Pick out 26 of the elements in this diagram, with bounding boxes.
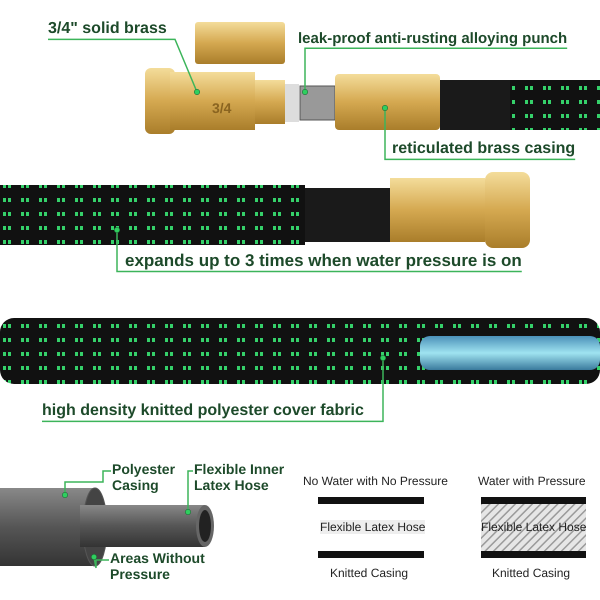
layer-label: Knitted Casing [330, 566, 408, 580]
callout-label: expands up to 3 times when water pressure is on [125, 251, 522, 271]
layer-label: Flexible Latex Hose [320, 520, 426, 534]
leader-line [302, 48, 568, 95]
callout-label: high density knitted polyester cover fabric [42, 402, 364, 420]
punch-sleeve-drawing [300, 86, 336, 120]
leader-line [48, 38, 200, 95]
brass-casing-drawing [335, 74, 440, 130]
hose-drawing [0, 172, 530, 248]
panel-heading: Water with Pressure [478, 474, 586, 488]
leader-line [185, 470, 193, 515]
panel-heading: No Water with No Pressure [303, 474, 448, 488]
embossed-marking: 3/4 [212, 100, 232, 117]
callout-label: Areas Without Pressure [110, 550, 210, 582]
callout-label: Flexible Inner Latex Hose [194, 461, 289, 494]
layer-label: Knitted Casing [492, 566, 570, 580]
leader-line [62, 470, 111, 498]
leader-line [114, 227, 522, 272]
callout-label: reticulated brass casing [392, 140, 576, 158]
leader-line [42, 355, 386, 422]
callout-label: 3/4" solid brass [48, 20, 167, 38]
expanded-hose-drawing [0, 318, 600, 384]
callout-label: leak-proof anti-rusting alloying punch [298, 30, 568, 48]
leader-line [382, 105, 576, 160]
callout-label: Polyester Casing [112, 461, 180, 494]
layer-label: Flexible Latex Hose [481, 520, 586, 534]
